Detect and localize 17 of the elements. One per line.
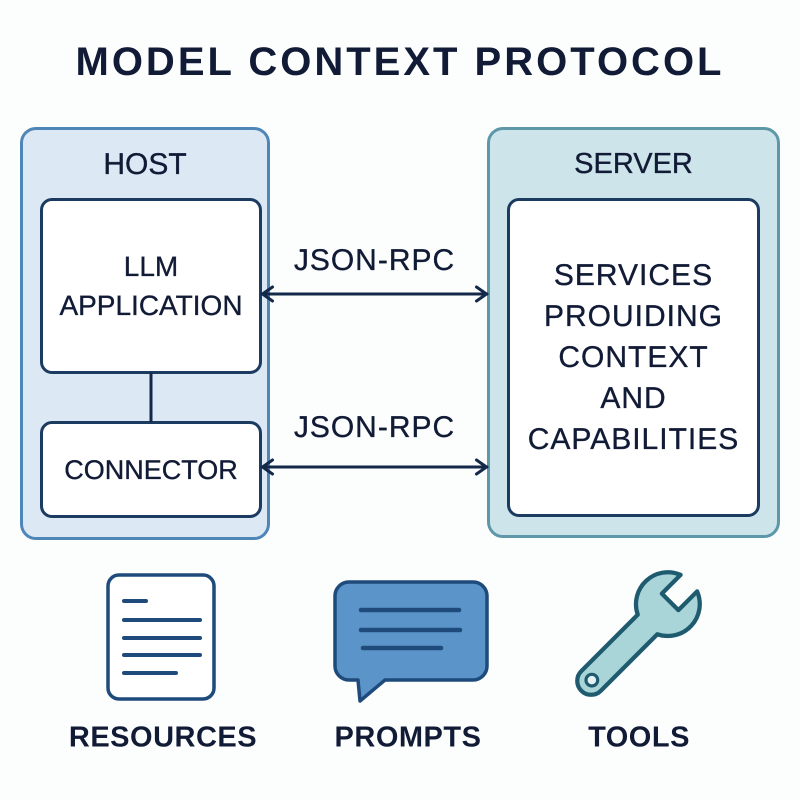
panel-heading: SERVER (574, 148, 693, 182)
diagram-title: MODEL CONTEXT PROTOCOL (76, 39, 724, 85)
double-arrow (260, 286, 488, 302)
double-arrow (260, 458, 488, 476)
box-label: CONNECTOR (63, 454, 239, 486)
box-label: SERVICES PROUIDING CONTEXT AND CAPABILITIES (526, 258, 740, 458)
connector-line (150, 372, 152, 422)
group-panel (20, 127, 270, 540)
box-label: LLM APPLICATION (58, 250, 244, 323)
icon-caption: PROMPTS (334, 721, 482, 755)
icon-caption: TOOLS (588, 721, 690, 755)
icon-caption: RESOURCES (68, 721, 258, 755)
process-box (40, 421, 262, 518)
group-panel (487, 127, 780, 538)
process-box (507, 198, 760, 517)
process-box (40, 198, 262, 374)
panel-heading: HOST (103, 148, 187, 182)
